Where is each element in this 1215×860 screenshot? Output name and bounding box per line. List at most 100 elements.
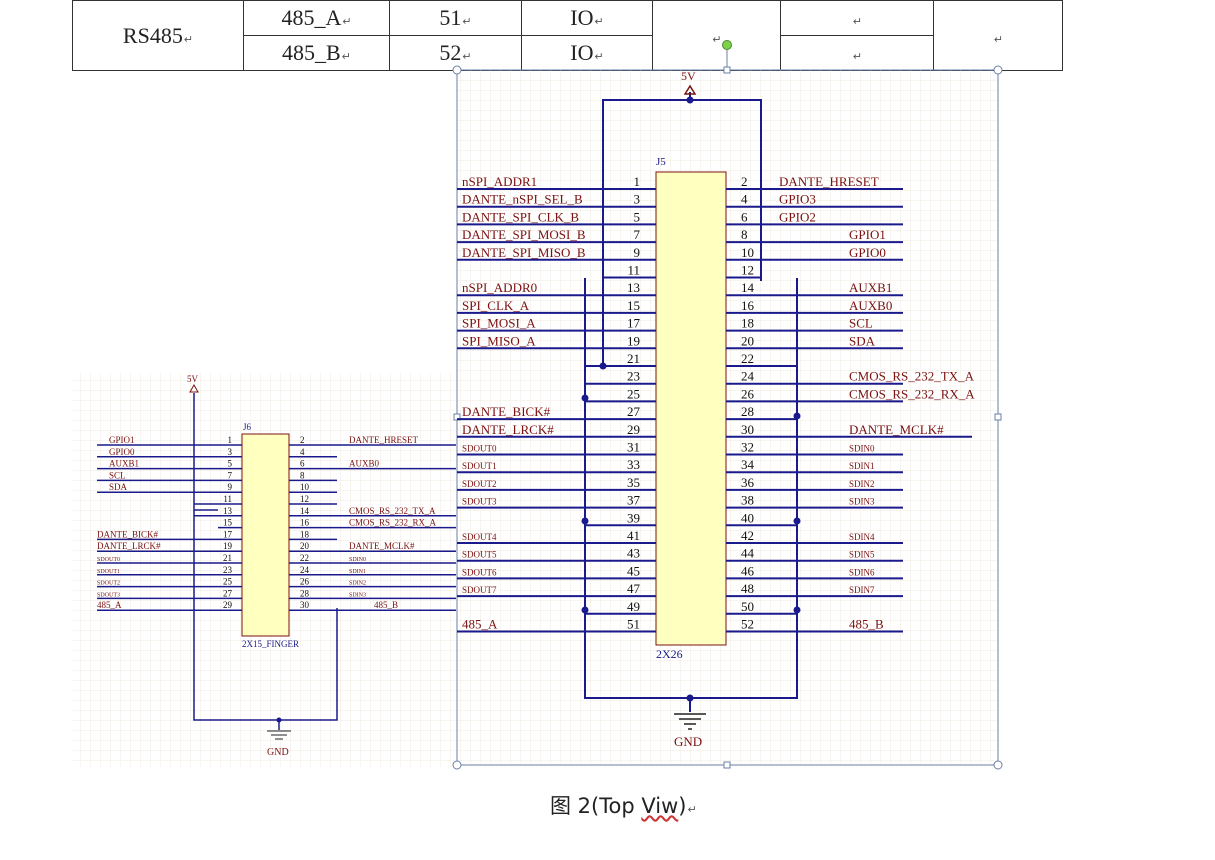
type-cell: IO↵ — [521, 35, 653, 71]
resize-handle-ne[interactable] — [993, 65, 1003, 75]
j5-net-label: SDOUT2 — [462, 479, 497, 489]
j5-net-label: AUXB0 — [849, 298, 892, 313]
j5-pin-number: 22 — [741, 351, 754, 366]
j6-pin-number: 17 — [223, 529, 233, 539]
j5-net-label: DANTE_MCLK# — [849, 422, 944, 437]
j6-net-label: SDOUT0 — [97, 557, 120, 563]
resize-handle-s[interactable] — [723, 761, 731, 769]
j5-net-label: SDIN5 — [849, 550, 875, 560]
j6-pin-number: 30 — [300, 600, 310, 610]
j5-junctions — [581, 96, 801, 702]
j5-pin-number: 44 — [741, 546, 755, 561]
j6-part-name: 2X15_FINGER — [242, 639, 299, 649]
j5-pin-number: 7 — [634, 227, 641, 242]
j5-pin-number: 23 — [627, 369, 640, 384]
j5-net-label: SDIN4 — [849, 532, 875, 542]
resize-handle-sw[interactable] — [452, 760, 462, 770]
group-cell: RS485↵ — [72, 0, 244, 71]
j6-ground-label: GND — [267, 747, 289, 758]
j5-net-label: DANTE_SPI_MOSI_B — [462, 227, 586, 242]
j6-pin-number: 6 — [300, 459, 305, 469]
j6-net-label: SDIN0 — [349, 557, 366, 563]
j6-pin-number: 5 — [228, 459, 233, 469]
j5-net-label: 485_A — [462, 617, 498, 632]
j5-ground-symbol — [674, 713, 706, 730]
j6-pin-number: 18 — [300, 529, 310, 539]
j5-pin-number: 51 — [627, 617, 640, 632]
j5-net-label: SDA — [849, 333, 876, 348]
j5-pin-number: 40 — [741, 510, 754, 525]
j6-net-label: CMOS_RS_232_RX_A — [349, 518, 437, 528]
j6-pin-number: 21 — [223, 553, 232, 563]
j5-net-label: SDIN6 — [849, 567, 875, 577]
j6-pin-number: 15 — [223, 518, 233, 528]
j6-net-label: SDOUT1 — [97, 569, 120, 575]
j5-pin-number: 16 — [741, 298, 755, 313]
j5-pin-number: 36 — [741, 475, 755, 490]
j6-power-symbol: 5V — [187, 374, 199, 393]
j6-pin-number: 19 — [223, 541, 233, 551]
j5-net-label: GPIO2 — [779, 209, 816, 224]
rotate-handle[interactable] — [722, 40, 732, 50]
j6-pin-number: 14 — [300, 506, 310, 516]
j5-pin-number: 21 — [627, 351, 640, 366]
j5-pin-number: 28 — [741, 404, 754, 419]
j5-pin-number: 26 — [741, 386, 755, 401]
resize-handle-se[interactable] — [993, 760, 1003, 770]
j6-net-label: SDIN3 — [349, 592, 366, 598]
j6-net-label: CMOS_RS_232_TX_A — [349, 506, 436, 516]
resize-handle-nw[interactable] — [452, 65, 462, 75]
pin-table: RS485↵ 485_A↵ 51↵ IO↵ ↵ ↵ ↵ 485_B↵ 52↵ I… — [72, 0, 1063, 71]
j5-designator: J5 — [656, 156, 666, 168]
j5-net-label: SDOUT3 — [462, 497, 497, 507]
j5-pin-number: 11 — [627, 263, 640, 278]
resize-handle-e[interactable] — [994, 413, 1002, 421]
j5-net-label: CMOS_RS_232_RX_A — [849, 386, 975, 401]
j5-net-label: DANTE_SPI_CLK_B — [462, 209, 579, 224]
j6-pin-number: 24 — [300, 565, 310, 575]
j5-net-label: CMOS_RS_232_TX_A — [849, 369, 975, 384]
j6-pin-number: 25 — [223, 577, 233, 587]
j5-pin-number: 39 — [627, 510, 640, 525]
j5-pin-number: 3 — [634, 192, 641, 207]
j6-pin-number: 23 — [223, 565, 233, 575]
j5-net-label: DANTE_nSPI_SEL_B — [462, 192, 583, 207]
j5-net-label: SDOUT6 — [462, 567, 497, 577]
signal-cell: 485_B↵ — [243, 35, 390, 71]
j5-net-label: SPI_MISO_A — [462, 333, 536, 348]
j6-pin-number: 9 — [228, 482, 233, 492]
j5-part-name: 2X26 — [656, 647, 683, 661]
j5-pin-number: 12 — [741, 263, 754, 278]
j5-power-symbol: 5V — [681, 69, 697, 95]
j5-pin-number: 33 — [627, 457, 640, 472]
pin-cell: 51↵ — [389, 0, 522, 36]
j5-net-label: SDOUT7 — [462, 585, 497, 595]
j5-power-label: 5V — [681, 69, 696, 83]
j5-net-label: GPIO0 — [849, 245, 886, 260]
j6-pin-number: 1 — [228, 435, 233, 445]
j6-ground-symbol — [267, 730, 291, 740]
j5-pin-number: 41 — [627, 528, 640, 543]
j5-pin-number: 43 — [627, 546, 640, 561]
j5-pin-number: 34 — [741, 457, 755, 472]
j5-pin-number: 15 — [627, 298, 640, 313]
j5-net-label: 485_B — [849, 617, 884, 632]
j5-pin-number: 30 — [741, 422, 754, 437]
j5-pin-number: 2 — [741, 174, 748, 189]
j5-pin-number: 37 — [627, 493, 641, 508]
j6-pin-number: 7 — [228, 470, 233, 480]
empty-cell: ↵ — [933, 0, 1063, 71]
j5-pin-number: 24 — [741, 369, 755, 384]
j5-pin-number: 35 — [627, 475, 640, 490]
resize-handle-n[interactable] — [723, 66, 731, 74]
j6-pin-number: 28 — [300, 588, 310, 598]
j5-pin-number: 4 — [741, 192, 748, 207]
j6-designator: J6 — [243, 422, 252, 432]
j5-pin-number: 13 — [627, 280, 640, 295]
j6-net-label: 485_B — [374, 600, 398, 610]
j6-pin-number: 22 — [300, 553, 309, 563]
j5-pin-number: 31 — [627, 440, 640, 455]
j5-net-label: SDOUT1 — [462, 461, 497, 471]
j6-net-label: GPIO0 — [109, 447, 135, 457]
